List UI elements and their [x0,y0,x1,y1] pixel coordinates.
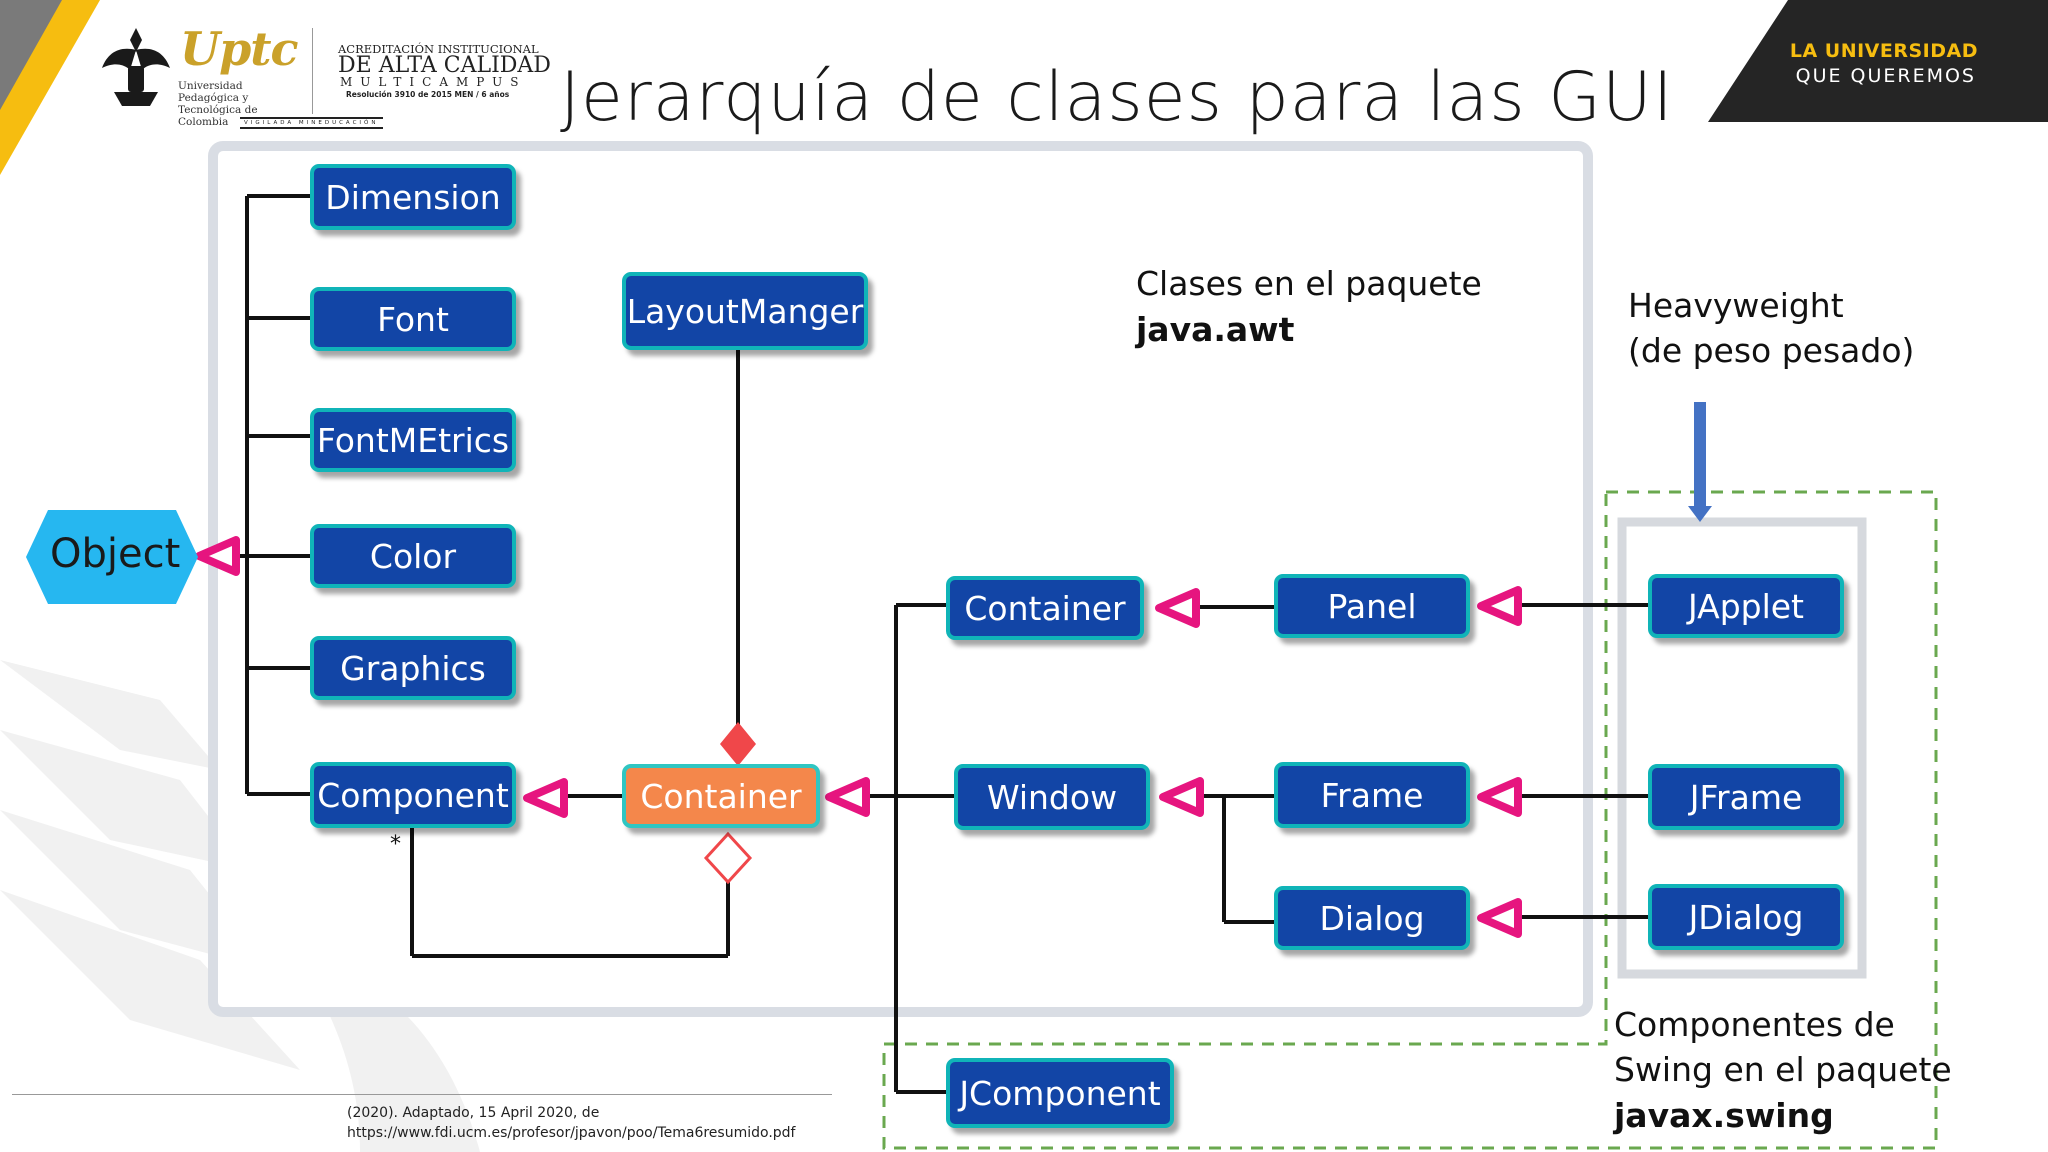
composition-diamond-open [703,831,753,885]
page-title: Jerarquía de clases para las GUI [560,58,1674,137]
heavyweight-label-line1: Heavyweight [1628,286,1844,325]
node-japplet: JApplet [1648,574,1844,638]
logo-accreditation-line3: MULTICAMPUS [340,75,527,89]
logo-accreditation-line2: DE ALTA CALIDAD [338,53,551,78]
brand-banner [1708,0,2048,122]
inherit-arrow-dialog [1477,898,1522,938]
inherit-arrow-window [1159,777,1204,817]
node-object-label: Object [50,531,181,577]
heavyweight-arrow-head [1688,506,1712,522]
reference-line1: (2020). Adaptado, 15 April 2020, de [347,1105,600,1121]
node-dimension: Dimension [310,164,516,230]
node-container: Container [946,576,1144,640]
logo-subtitle: Universidad Pedagógica y Tecnológica de … [178,80,258,128]
reference-line2: https://www.fdi.ucm.es/profesor/jpavon/p… [347,1125,796,1141]
brand-line2: QUE QUEREMOS [1795,65,1976,87]
inherit-arrow-container-orange [825,777,870,817]
corner-decoration [0,0,100,175]
node-font: Font [310,287,516,351]
brand-line1: LA UNIVERSIDAD [1789,40,1978,62]
awt-label-line2: java.awt [1136,310,1295,349]
node-panel: Panel [1274,574,1470,638]
inherit-arrow-component [523,778,568,818]
heavyweight-arrow-shaft [1694,402,1706,508]
object-hexagon [26,510,198,604]
logo-accreditation-line5: VIGILADA MINEDUCACIÓN [240,117,383,129]
inherit-arrow-panel [1477,586,1522,626]
swing-label-line3: javax.swing [1614,1096,1834,1135]
logo-divider [312,28,313,114]
swing-label-line2: Swing en el paquete [1614,1050,1952,1089]
swing-label-line1: Componentes de [1614,1005,1895,1044]
logo-accreditation-line4: Resolución 3910 de 2015 MEN / 6 años [346,90,510,99]
node-window: Window [954,764,1150,830]
logo-accreditation-line1: ACREDITACIÓN INSTITUCIONAL [338,42,539,56]
node-graphics: Graphics [310,636,516,700]
inherit-arrow-container [1155,588,1200,628]
aggregation-diamond-filled [720,722,756,766]
node-container-highlight: Container [622,764,820,828]
node-frame: Frame [1274,762,1470,828]
node-component: Component [310,762,516,828]
node-color: Color [310,524,516,588]
node-jcomponent: JComponent [946,1058,1174,1128]
node-layoutmanager: LayoutManger [622,272,868,350]
heavyweight-label-line2: (de peso pesado) [1628,331,1915,370]
reference-divider [12,1094,832,1095]
node-fontmetrics: FontMEtrics [310,408,516,472]
node-jframe: JFrame [1648,764,1844,830]
logo-wordmark: Uptc [180,22,299,76]
watermark-eagle-icon [0,660,480,1152]
node-jdialog: JDialog [1648,884,1844,950]
inherit-arrow-frame [1477,777,1522,817]
node-dialog: Dialog [1274,886,1470,950]
swing-dashed-outline [882,490,1938,1150]
multiplicity-label: * [390,832,401,857]
awt-label-line1: Clases en el paquete [1136,264,1482,303]
inherit-arrow-object [195,536,240,576]
eagle-crest-icon [102,28,170,106]
